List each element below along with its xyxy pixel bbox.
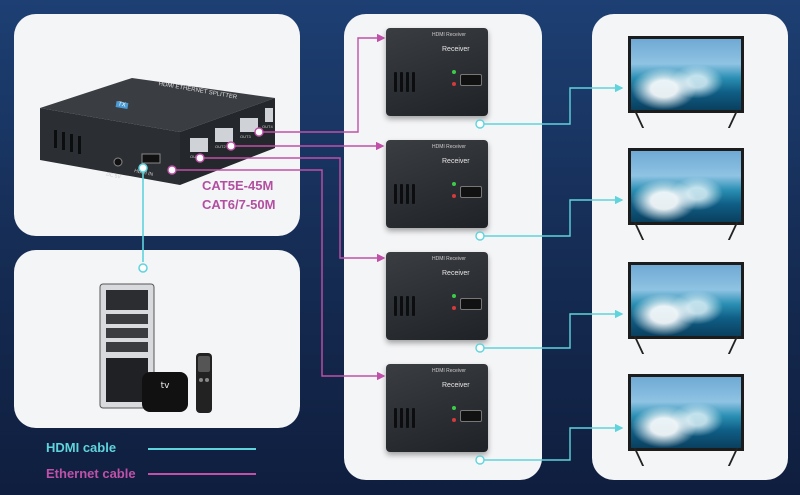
vent — [412, 184, 415, 204]
vent — [394, 184, 397, 204]
led-red — [452, 82, 456, 86]
tv-screen — [628, 262, 744, 340]
vent — [400, 72, 403, 92]
vent — [406, 296, 409, 316]
port-label-out4: OUT4 — [262, 124, 273, 129]
receiver-top-label: HDMI Receiver — [432, 32, 466, 38]
hdmi-out-port — [460, 74, 482, 86]
led-green — [452, 182, 456, 186]
svg-text:tv: tv — [161, 381, 171, 391]
receiver-top-label: HDMI Receiver — [432, 368, 466, 374]
vent — [406, 408, 409, 428]
vent — [400, 296, 403, 316]
vent — [400, 184, 403, 204]
receiver-device-3: HDMI Receiver Receiver — [386, 252, 488, 340]
receiver-side-label: Receiver — [442, 158, 470, 165]
led-green — [452, 294, 456, 298]
tv-screen — [628, 36, 744, 114]
remote-icon — [193, 352, 215, 414]
receiver-side-label: Receiver — [442, 382, 470, 389]
tv-screen — [628, 374, 744, 452]
port-label-out2: OUT2 — [215, 144, 226, 149]
hdmi-out-port — [460, 186, 482, 198]
receiver-top-label: HDMI Receiver — [432, 144, 466, 150]
receiver-device-2: HDMI Receiver Receiver — [386, 140, 488, 228]
tv-display-3 — [628, 262, 744, 354]
led-red — [452, 306, 456, 310]
hdmi-splitter-device: HDMI ETHERNET SPLITTER TX DC 5V HDMI IN … — [30, 70, 280, 190]
cable-spec-cat6: CAT6/7-50M — [202, 197, 276, 212]
port-label-out3: OUT3 — [240, 134, 251, 139]
vent — [412, 408, 415, 428]
receiver-side-label: Receiver — [442, 270, 470, 277]
led-green — [452, 406, 456, 410]
cable-spec-cat5e: CAT5E-45M — [202, 178, 274, 193]
vent — [394, 408, 397, 428]
vent — [412, 72, 415, 92]
tv-display-1 — [628, 36, 744, 128]
legend-ethernet-label: Ethernet cable — [46, 466, 136, 481]
tv-screen — [628, 148, 744, 226]
vent — [406, 184, 409, 204]
led-red — [452, 194, 456, 198]
vent — [400, 408, 403, 428]
legend-ethernet-line — [148, 473, 256, 475]
hdmi-out-port — [460, 298, 482, 310]
tower-pc-icon — [98, 282, 156, 410]
vent — [394, 72, 397, 92]
receiver-top-label: HDMI Receiver — [432, 256, 466, 262]
receiver-device-1: HDMI Receiver Receiver — [386, 28, 488, 116]
receiver-side-label: Receiver — [442, 46, 470, 53]
legend-hdmi-label: HDMI cable — [46, 440, 117, 455]
receiver-device-4: HDMI Receiver Receiver — [386, 364, 488, 452]
led-red — [452, 418, 456, 422]
port-label-out1: OUT1 — [190, 154, 201, 159]
led-green — [452, 70, 456, 74]
vent — [394, 296, 397, 316]
hdmi-out-port — [460, 410, 482, 422]
tv-display-4 — [628, 374, 744, 466]
vent — [406, 72, 409, 92]
legend-hdmi-line — [148, 448, 256, 450]
tv-display-2 — [628, 148, 744, 240]
vent — [412, 296, 415, 316]
tv-box-icon: tv — [140, 368, 190, 414]
